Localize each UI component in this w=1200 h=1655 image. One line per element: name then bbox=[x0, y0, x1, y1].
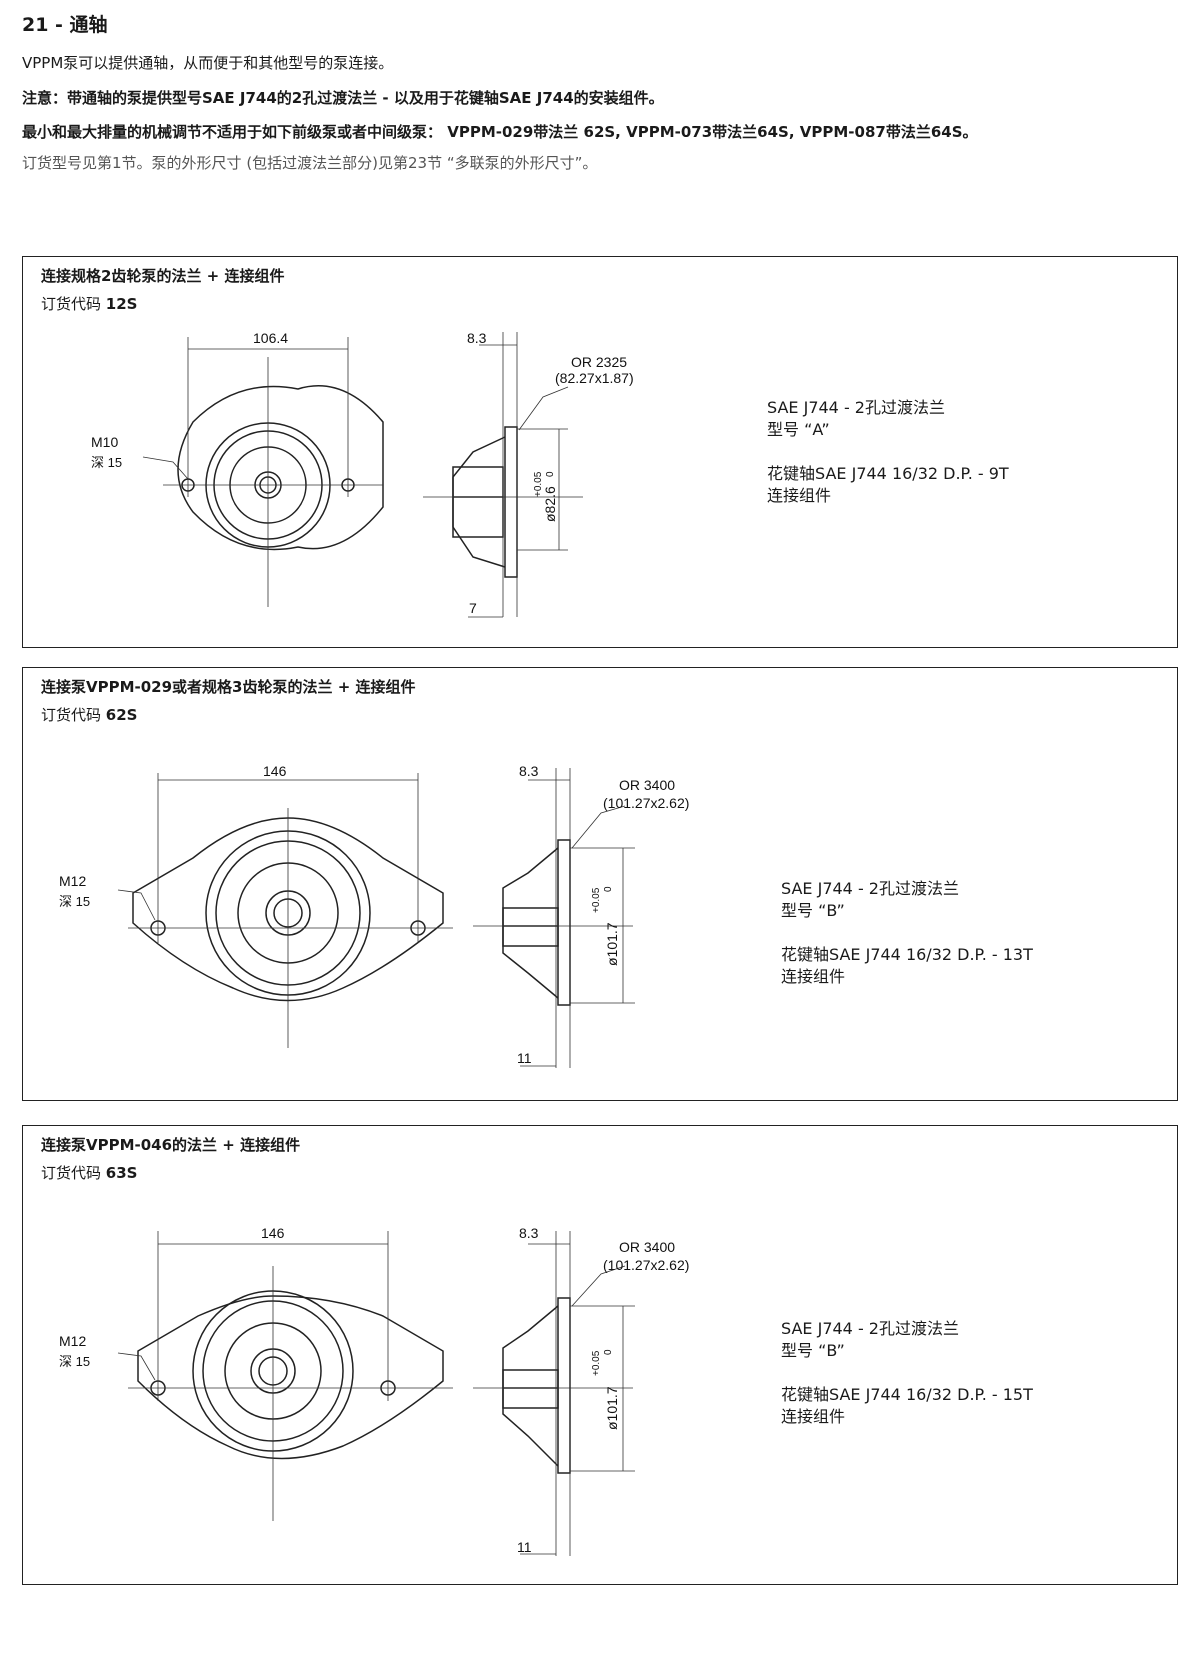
flange-type: SAE J744 - 2孔过渡法兰 bbox=[781, 879, 959, 898]
flange-info: SAE J744 - 2孔过渡法兰 型号 “B” 花键轴SAE J744 16/… bbox=[781, 878, 1033, 988]
flange-model: 型号 “B” bbox=[781, 901, 845, 920]
panel-title: 连接规格2齿轮泵的法兰 + 连接组件 bbox=[41, 267, 285, 285]
panel-12s: 连接规格2齿轮泵的法兰 + 连接组件 订货代码 12S 106.4 M10 深 … bbox=[22, 256, 1178, 648]
thread-label: M12 bbox=[59, 1333, 86, 1349]
intro-order-ref: 订货型号见第1节。泵的外形尺寸 (包括过渡法兰部分)见第23节 “多联泵的外形尺… bbox=[22, 154, 598, 172]
flange-model: 型号 “B” bbox=[781, 1341, 845, 1360]
dim-top: 8.3 bbox=[467, 330, 487, 346]
oring-code: OR 3400 bbox=[619, 777, 675, 793]
panel-62s: 连接泵VPPM-029或者规格3齿轮泵的法兰 + 连接组件 订货代码 62S 1… bbox=[22, 667, 1178, 1101]
tol-lower: 0 bbox=[603, 1349, 614, 1355]
tol-lower: 0 bbox=[603, 886, 614, 892]
thread-depth: 深 15 bbox=[59, 1354, 90, 1369]
kit-label: 连接组件 bbox=[781, 1407, 846, 1426]
order-code: 订货代码 63S bbox=[41, 1164, 138, 1182]
dim-top: 8.3 bbox=[519, 763, 539, 779]
flange-info: SAE J744 - 2孔过渡法兰 型号 “A” 花键轴SAE J744 16/… bbox=[767, 397, 1009, 507]
page-title: 21 - 通轴 bbox=[22, 14, 108, 36]
oring-code: OR 2325 bbox=[571, 354, 627, 370]
kit-label: 连接组件 bbox=[767, 486, 832, 505]
diameter: ø101.7 bbox=[604, 1386, 620, 1430]
flange-drawing: 146 M12 深 15 8.3 OR 3400 (101.27x2.62) +… bbox=[59, 763, 689, 1068]
thread-label: M10 bbox=[91, 434, 118, 450]
shaft-spec: 花键轴SAE J744 16/32 D.P. - 13T bbox=[781, 945, 1033, 964]
dim-width: 146 bbox=[261, 1225, 285, 1241]
panel-63s: 连接泵VPPM-046的法兰 + 连接组件 订货代码 63S 146 M12 深… bbox=[22, 1125, 1178, 1585]
intro-note: 注意：带通轴的泵提供型号SAE J744的2孔过渡法兰 - 以及用于花键轴SAE… bbox=[22, 89, 664, 107]
shaft-spec: 花键轴SAE J744 16/32 D.P. - 15T bbox=[781, 1385, 1033, 1404]
order-code: 订货代码 12S bbox=[41, 295, 138, 313]
shaft-spec: 花键轴SAE J744 16/32 D.P. - 9T bbox=[767, 464, 1009, 483]
flange-outline bbox=[132, 817, 444, 1002]
oring-size: (101.27x2.62) bbox=[603, 1257, 689, 1273]
dim-width: 106.4 bbox=[253, 330, 288, 346]
oring-size: (82.27x1.87) bbox=[555, 370, 634, 386]
diameter: ø82.6 bbox=[542, 486, 558, 522]
flange-type: SAE J744 - 2孔过渡法兰 bbox=[781, 1319, 959, 1338]
intro-restriction: 最小和最大排量的机械调节不适用于如下前级泵或者中间级泵： VPPM-029带法兰… bbox=[22, 123, 978, 141]
tol-upper: +0.05 bbox=[591, 1350, 602, 1376]
thread-depth: 深 15 bbox=[91, 455, 122, 470]
thread-label: M12 bbox=[59, 873, 86, 889]
tol-lower: 0 bbox=[545, 471, 556, 477]
oring-size: (101.27x2.62) bbox=[603, 795, 689, 811]
dim-bottom: 11 bbox=[517, 1050, 532, 1066]
kit-label: 连接组件 bbox=[781, 967, 846, 986]
panel-title: 连接泵VPPM-046的法兰 + 连接组件 bbox=[41, 1136, 301, 1154]
tol-upper: +0.05 bbox=[533, 471, 544, 497]
panel-title: 连接泵VPPM-029或者规格3齿轮泵的法兰 + 连接组件 bbox=[41, 678, 416, 696]
flange-info: SAE J744 - 2孔过渡法兰 型号 “B” 花键轴SAE J744 16/… bbox=[781, 1318, 1033, 1428]
thread-depth: 深 15 bbox=[59, 894, 90, 909]
diameter: ø101.7 bbox=[604, 922, 620, 966]
flange-model: 型号 “A” bbox=[767, 420, 830, 439]
oring-code: OR 3400 bbox=[619, 1239, 675, 1255]
flange-drawing: 146 M12 深 15 8.3 OR 3400 (101.27x2.62) +… bbox=[59, 1225, 689, 1556]
flange-drawing: 106.4 M10 深 15 8.3 OR 2325 (82.27x1.87) … bbox=[91, 330, 634, 618]
order-code: 订货代码 62S bbox=[41, 706, 138, 724]
dim-top: 8.3 bbox=[519, 1225, 539, 1241]
dim-width: 146 bbox=[263, 763, 287, 779]
dim-bottom: 7 bbox=[469, 600, 477, 616]
dim-bottom: 11 bbox=[517, 1539, 532, 1555]
flange-outline bbox=[177, 385, 384, 551]
flange-type: SAE J744 - 2孔过渡法兰 bbox=[767, 398, 945, 417]
flange-outline bbox=[137, 1295, 444, 1460]
intro-line-1: VPPM泵可以提供通轴，从而便于和其他型号的泵连接。 bbox=[22, 54, 394, 72]
tol-upper: +0.05 bbox=[591, 887, 602, 913]
